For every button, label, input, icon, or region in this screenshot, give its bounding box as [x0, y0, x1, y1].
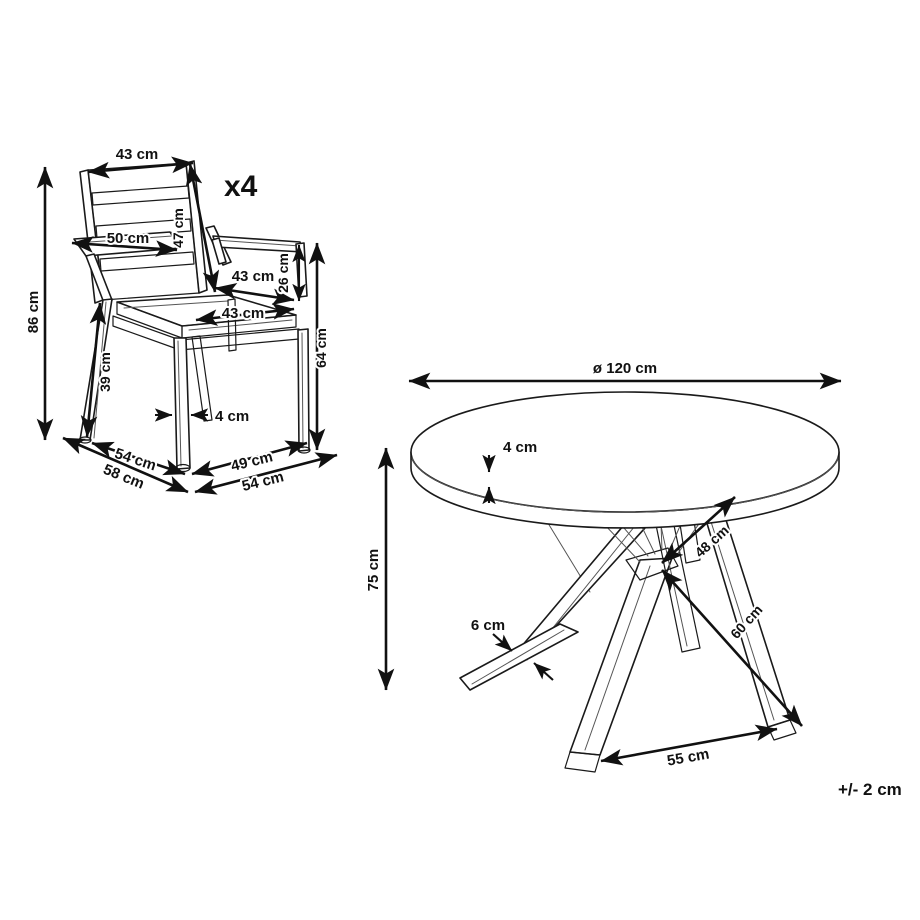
- dim-label-chair-backrest-43: 43 cm: [116, 146, 159, 163]
- dim-label-chair-50: 50 cm: [107, 230, 150, 247]
- dim-label-chair-4: 4 cm: [215, 408, 249, 425]
- dim-label-chair-seat-43: 43 cm: [232, 268, 275, 285]
- dim-label-chair-26: 26 cm: [275, 253, 291, 293]
- chair-quantity-label: x4: [224, 170, 258, 203]
- dim-label-table-75: 75 cm: [365, 549, 382, 592]
- dim-chair-leg-thickness: 4 cm: [154, 406, 251, 427]
- dim-chair-backrest-width: 43 cm: [87, 144, 194, 179]
- dim-label-table-6: 6 cm: [471, 617, 505, 634]
- dim-label-chair-39: 39 cm: [97, 352, 113, 392]
- dim-label-chair-depth-43: 43 cm: [222, 305, 265, 322]
- dim-table-leg-thickness: 6 cm: [469, 615, 554, 681]
- dim-table-top-thickness: 4 cm: [482, 437, 539, 505]
- table-drawing: ø 120 cm 4 cm 75 cm 6 cm 48 cm 60 cm: [363, 358, 842, 773]
- dim-chair-armrest-depth: 50 cm: [71, 228, 178, 257]
- dim-chair-armrest-to-seat: 26 cm: [273, 244, 306, 302]
- dim-chair-seat-height: 39 cm: [80, 302, 115, 438]
- dim-label-chair-47: 47 cm: [170, 208, 186, 248]
- dim-chair-seat-depth: 43 cm: [195, 303, 295, 326]
- dim-label-chair-86: 86 cm: [25, 291, 42, 334]
- dim-table-diameter: ø 120 cm: [408, 358, 842, 390]
- table-top: [410, 391, 840, 529]
- dim-chair-seat-width: 43 cm: [214, 266, 295, 306]
- tolerance-note: +/- 2 cm: [838, 780, 902, 799]
- chair-drawing: 86 cm 43 cm 47 cm 50 cm 43 cm 43 cm: [23, 144, 338, 497]
- dim-label-table-diameter: ø 120 cm: [593, 360, 657, 377]
- dim-table-height: 75 cm: [363, 447, 395, 691]
- dim-chair-armrest-height: 64 cm: [308, 242, 331, 451]
- dim-label-chair-64: 64 cm: [313, 328, 329, 368]
- dim-chair-total-height: 86 cm: [23, 166, 54, 441]
- dim-label-table-4: 4 cm: [503, 439, 537, 456]
